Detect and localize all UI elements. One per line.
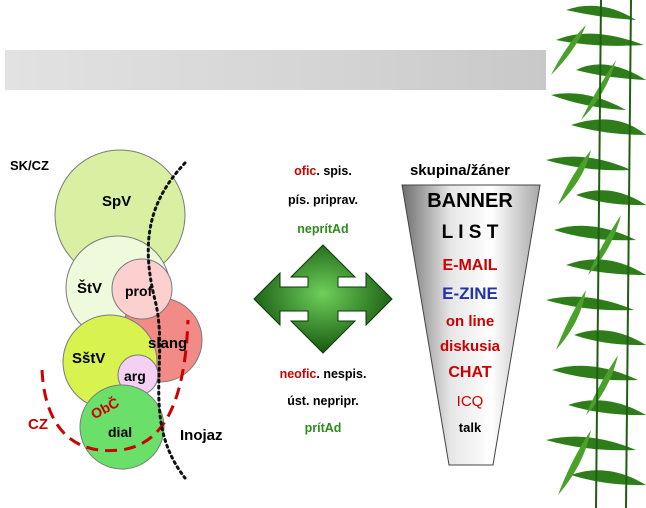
register-bottom-line2: úst. nepripr. xyxy=(287,394,359,408)
register-bottom-line3: prítAd xyxy=(304,421,342,435)
register-top-line1: ofic. spis. xyxy=(258,164,388,178)
register-top-line2: pís. priprav. xyxy=(288,193,358,207)
neofic-dot: . xyxy=(316,367,320,381)
circle-label-sstv: SštV xyxy=(72,350,106,367)
four-way-arrow-icon xyxy=(253,244,393,354)
neofic-label: neofic xyxy=(279,367,317,381)
funnel-header: skupina/žáner xyxy=(409,162,511,179)
cz-boundary-curve xyxy=(40,319,190,453)
title-bar xyxy=(5,50,553,90)
circle-label-prof: prof xyxy=(125,283,153,299)
circle-label-dial: dial xyxy=(108,424,133,440)
funnel-item-icq: ICQ xyxy=(456,393,484,410)
funnel-item-email: E-MAIL xyxy=(442,257,498,274)
bamboo-decoration xyxy=(546,0,646,508)
ofic-label: ofic xyxy=(294,164,317,178)
circle-label-spv: SpV xyxy=(102,193,132,210)
funnel-item-online: on line xyxy=(445,313,495,330)
funnel-item-talk: talk xyxy=(458,420,482,435)
nespis-label: nespis. xyxy=(323,367,367,381)
register-bottom-line1: neofic. nespis. xyxy=(258,367,388,381)
funnel-item-diskusia: diskusia xyxy=(439,338,501,355)
circle-label-slang: slang xyxy=(148,335,188,352)
genre-funnel xyxy=(401,184,541,466)
sk-cz-label: SK/CZ xyxy=(10,158,49,173)
circle-label-arg: arg xyxy=(124,368,146,384)
funnel-item-banner: BANNER xyxy=(427,190,513,212)
funnel-item-chat: CHAT xyxy=(448,364,492,381)
circle-dial xyxy=(79,384,165,470)
funnel-item-list: L I S T xyxy=(441,222,499,243)
inojaz-boundary-curve xyxy=(146,161,187,480)
ofic-dot: . xyxy=(316,164,320,178)
cz-label: CZ xyxy=(28,416,48,433)
register-top-line3: neprítAd xyxy=(297,222,349,236)
circle-label-stv: ŠtV xyxy=(77,280,103,297)
funnel-item-ezine: E-ZINE xyxy=(442,284,498,303)
spis-label: spis. xyxy=(323,164,352,178)
inojaz-label: Inojaz xyxy=(180,427,223,444)
